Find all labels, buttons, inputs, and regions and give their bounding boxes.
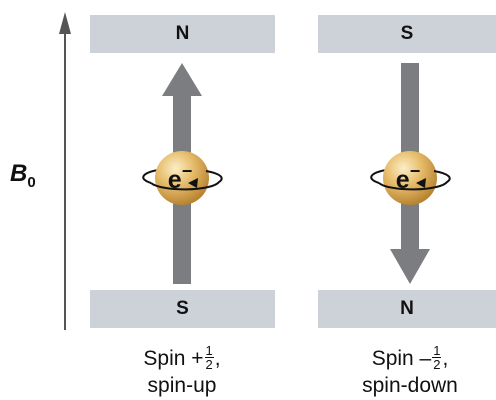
field-label: B0 [10, 160, 36, 191]
caption-spin-down-prefix: Spin – [371, 347, 432, 371]
caption-spin-up-suffix: , [214, 347, 221, 371]
electron-1: e− [142, 151, 223, 205]
fraction-numerator: 1 [432, 343, 442, 358]
field-symbol: B [10, 160, 28, 187]
panel1-bottom-pole: S [90, 290, 275, 328]
panel2-bottom-pole-label: N [400, 298, 414, 319]
electron-2-label: e− [396, 161, 420, 194]
electron-1-label: e− [168, 161, 192, 194]
fraction-denominator: 2 [433, 357, 441, 372]
panel2-top-pole-label: S [400, 23, 414, 44]
field-subscript: 0 [27, 173, 36, 191]
field-axis-arrow [59, 12, 71, 330]
caption-spin-down-suffix: , [442, 347, 449, 371]
fraction-numerator: 1 [204, 343, 214, 358]
panel1-bottom-pole-label: S [176, 298, 189, 319]
fraction-denominator: 2 [205, 357, 213, 372]
panel2-bottom-pole: N [318, 290, 496, 328]
caption-spin-up-prefix: Spin + [143, 347, 204, 371]
panel1-top-pole: N [90, 15, 275, 53]
panel2-top-pole: S [318, 15, 496, 53]
panel1-top-pole-label: N [175, 23, 190, 44]
caption-spin-down-line2: spin-down [362, 374, 458, 397]
electron-2: e− [370, 151, 451, 205]
caption-spin-up-line2: spin-up [147, 374, 217, 397]
